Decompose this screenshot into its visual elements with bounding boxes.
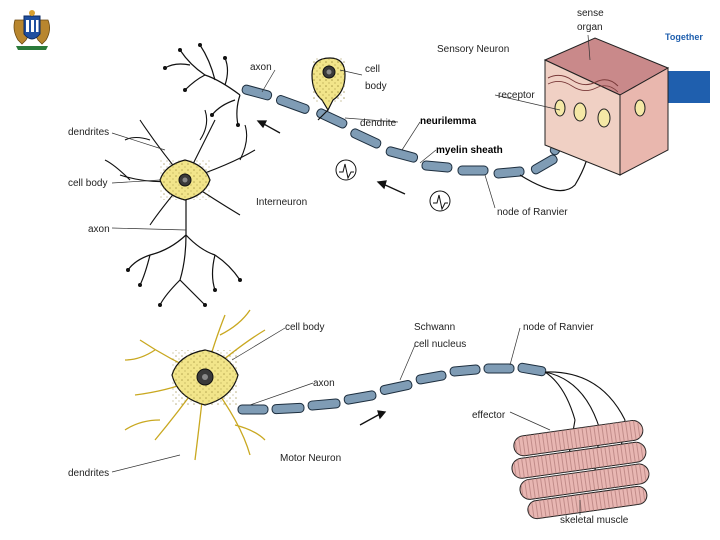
- label-schwann-1: Schwann: [414, 322, 455, 333]
- label-interneuron: Interneuron: [256, 197, 307, 208]
- label-motor-neuron: Motor Neuron: [280, 453, 341, 464]
- label-axon-motor: axon: [313, 378, 335, 389]
- motor-axon-myelin: [237, 362, 547, 415]
- label-cell-body-top-2: body: [365, 81, 387, 92]
- accent-block: [668, 71, 710, 103]
- label-axon-top: axon: [250, 62, 272, 73]
- label-dendrites-top: dendrites: [68, 127, 109, 138]
- label-neurilemma: neurilemma: [420, 116, 477, 127]
- label-node-of-ranvier-top: node of Ranvier: [497, 207, 568, 218]
- label-node-of-ranvier-bottom: node of Ranvier: [523, 322, 594, 333]
- leader-lines: [111, 34, 591, 515]
- label-sense-organ-2: organ: [577, 22, 603, 33]
- sensory-neuron: [164, 44, 241, 126]
- impulse-symbol-1: [335, 159, 357, 181]
- skeletal-muscle: [511, 419, 650, 520]
- coat-of-arms-logo: [13, 10, 50, 50]
- label-cell-body-inter: cell body: [68, 178, 107, 189]
- interneuron-axon: [127, 200, 241, 306]
- sense-organ-block: [543, 37, 670, 176]
- label-axon-inter: axon: [88, 224, 110, 235]
- label-myelin-sheath: myelin sheath: [436, 145, 503, 156]
- motor-cell-body: [171, 349, 239, 406]
- brand-tagline: Together: [665, 32, 703, 42]
- label-cell-body-top-1: cell: [365, 64, 380, 75]
- label-schwann-2: cell nucleus: [414, 339, 466, 350]
- label-skeletal-muscle: skeletal muscle: [560, 515, 629, 526]
- label-cell-body-motor: cell body: [285, 322, 324, 333]
- label-dendrites-bottom: dendrites: [68, 468, 109, 479]
- direction-arrows: [256, 120, 406, 426]
- sensory-dendrite-tips: [163, 43, 240, 127]
- label-sense-organ-1: sense: [577, 8, 604, 19]
- sensory-cell-body: [311, 57, 346, 121]
- label-receptor: receptor: [498, 90, 535, 101]
- interneuron-terminals: [126, 268, 242, 307]
- label-sensory-neuron: Sensory Neuron: [437, 44, 509, 55]
- label-effector: effector: [472, 410, 506, 421]
- label-dendrite: dendrite: [360, 118, 397, 129]
- impulse-symbol-2: [429, 190, 451, 212]
- interneuron-cell-body: [159, 159, 211, 201]
